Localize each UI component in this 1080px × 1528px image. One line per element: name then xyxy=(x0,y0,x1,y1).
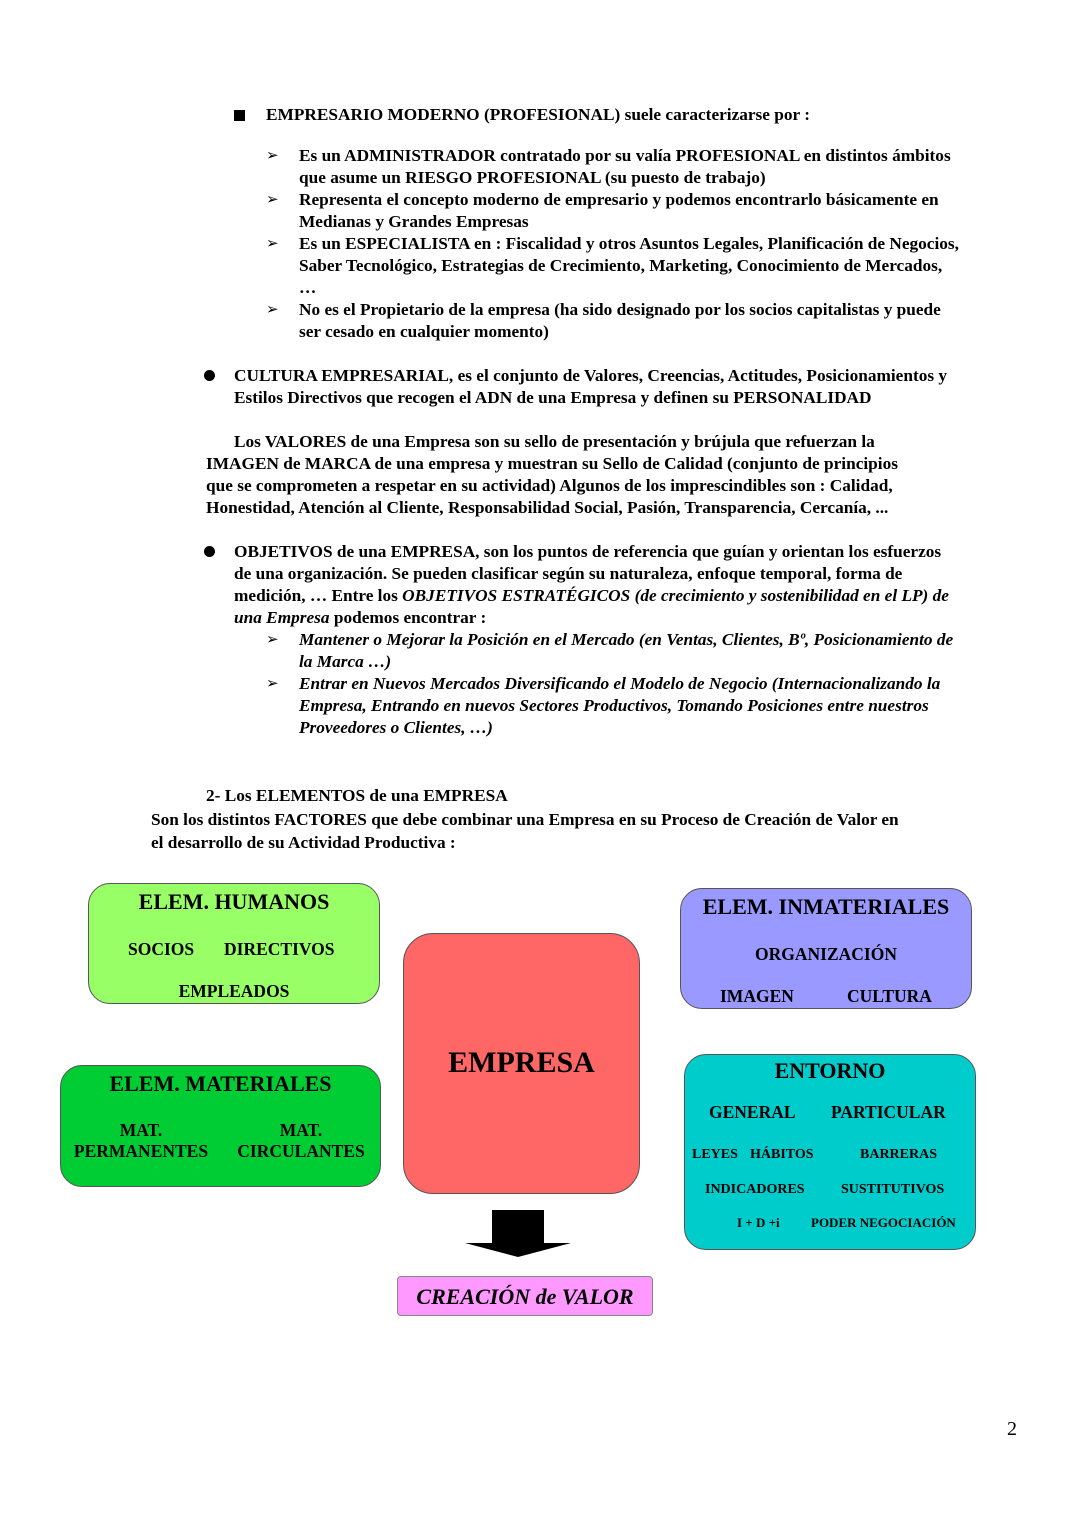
empresario-item-1-line-2: que asume un RIESGO PROFESIONAL (su pues… xyxy=(299,168,766,187)
page-number: 2 xyxy=(1007,1418,1017,1440)
square-bullet xyxy=(234,110,245,121)
imagen-label: IMAGEN xyxy=(720,986,794,1006)
objetivos-line-3-italic: OBJETIVOS ESTRATÉGICOS (de crecimiento y… xyxy=(402,586,949,605)
arrow-bullet-icon: ➢ xyxy=(266,302,279,318)
objetivos-line-4: una Empresa podemos encontrar : xyxy=(234,607,486,629)
arrow-bullet-icon: ➢ xyxy=(266,148,279,164)
empresario-item-2-line-1: Representa el concepto moderno de empres… xyxy=(299,190,939,209)
objetivo-item-1-line-2: la Marca …) xyxy=(299,652,392,671)
empresa-box: EMPRESA xyxy=(403,933,640,1194)
mat-label: MAT. xyxy=(279,1120,323,1140)
cultura-label: CULTURA xyxy=(847,986,932,1006)
leyes-label: LEYES xyxy=(692,1147,738,1162)
arrow-bullet-icon: ➢ xyxy=(266,192,279,208)
section-2-heading: 2- Los ELEMENTOS de una EMPRESA xyxy=(206,786,508,805)
down-arrow-icon xyxy=(465,1210,571,1257)
sustitutivos-label: SUSTITUTIVOS xyxy=(841,1182,945,1197)
round-bullet xyxy=(204,546,215,557)
id-label: I + D +i xyxy=(737,1215,780,1230)
empresario-item-3-line-1: Es un ESPECIALISTA en : Fiscalidad y otr… xyxy=(299,234,959,253)
valores-line-2: IMAGEN de MARCA de una empresa y muestra… xyxy=(206,454,898,473)
objetivos-line-3: medición, … Entre los OBJETIVOS ESTRATÉG… xyxy=(234,585,949,607)
entorno-title: ENTORNO xyxy=(774,1058,886,1083)
permanentes-label: PERMANENTES xyxy=(73,1141,209,1161)
empresario-item-3-line-2: Saber Tecnológico, Estrategias de Crecim… xyxy=(299,256,943,275)
habitos-label: HÁBITOS xyxy=(750,1147,814,1162)
objetivo-item-2-line-1: Entrar en Nuevos Mercados Diversificando… xyxy=(299,674,941,693)
elementos-inmateriales-title: ELEM. INMATERIALES xyxy=(702,894,950,919)
empresario-item-1-line-1: Es un ADMINISTRADOR contratado por su va… xyxy=(299,146,951,165)
mat-label: MAT. xyxy=(119,1120,163,1140)
empresario-item-4-line-2: ser cesado en cualquier momento) xyxy=(299,322,549,341)
objetivo-item-2-line-3: Proveedores o Clientes, …) xyxy=(299,718,493,737)
barreras-label: BARRERAS xyxy=(860,1147,938,1162)
entorno-box: ENTORNO GENERAL PARTICULAR LEYES HÁBITOS… xyxy=(684,1054,976,1250)
arrow-bullet-icon: ➢ xyxy=(266,632,279,648)
organizacion-label: ORGANIZACIÓN xyxy=(755,944,897,964)
valores-line-4: Honestidad, Atención al Cliente, Respons… xyxy=(206,498,889,517)
socios-label: SOCIOS xyxy=(128,939,195,959)
section-2-intro-line-1: Son los distintos FACTORES que debe comb… xyxy=(151,810,899,829)
mat-circulantes-label: MAT.CIRCULANTES xyxy=(221,1120,381,1162)
particular-label: PARTICULAR xyxy=(831,1102,946,1122)
mat-permanentes-label: MAT.PERMANENTES xyxy=(61,1120,221,1162)
round-bullet xyxy=(204,370,215,381)
empleados-label: EMPLEADOS xyxy=(178,981,290,1001)
elementos-materiales-title: ELEM. MATERIALES xyxy=(109,1071,332,1096)
empresario-item-4-line-1: No es el Propietario de la empresa (ha s… xyxy=(299,300,941,319)
elementos-inmateriales-box: ELEM. INMATERIALES ORGANIZACIÓN IMAGEN C… xyxy=(680,888,972,1009)
creacion-de-valor-label: CREACIÓN de VALOR xyxy=(416,1284,634,1309)
objetivo-item-2-line-2: Empresa, Entrando en nuevos Sectores Pro… xyxy=(299,696,929,715)
valores-line-3: que se comprometen a respetar en su acti… xyxy=(206,476,893,495)
empresario-item-2-line-2: Medianas y Grandes Empresas xyxy=(299,212,529,231)
objetivos-line-4-plain: podemos encontrar : xyxy=(329,608,487,627)
objetivos-line-4-italic: una Empresa xyxy=(234,608,330,627)
arrow-bullet-icon: ➢ xyxy=(266,676,279,692)
objetivos-line-1: OBJETIVOS de una EMPRESA, son los puntos… xyxy=(234,542,942,561)
section-2-intro-line-2: el desarrollo de su Actividad Productiva… xyxy=(151,833,456,852)
elementos-materiales-box: ELEM. MATERIALES MAT.PERMANENTES MAT.CIR… xyxy=(60,1065,381,1187)
cultura-line-1: CULTURA EMPRESARIAL, es el conjunto de V… xyxy=(234,366,948,385)
cultura-line-2: Estilos Directivos que recogen el ADN de… xyxy=(234,388,872,407)
empresa-label: EMPRESA xyxy=(448,1046,595,1079)
elementos-humanos-box: ELEM. HUMANOS SOCIOS DIRECTIVOS EMPLEADO… xyxy=(88,883,380,1004)
valores-line-1: Los VALORES de una Empresa son su sello … xyxy=(234,432,875,451)
circulantes-label: CIRCULANTES xyxy=(237,1141,365,1161)
elementos-humanos-title: ELEM. HUMANOS xyxy=(138,889,330,914)
empresario-item-3-line-3: … xyxy=(299,278,317,297)
empresario-heading: EMPRESARIO MODERNO (PROFESIONAL) suele c… xyxy=(266,105,810,124)
indicadores-label: INDICADORES xyxy=(705,1182,805,1197)
directivos-label: DIRECTIVOS xyxy=(224,939,335,959)
objetivos-line-2: de una organización. Se pueden clasifica… xyxy=(234,564,903,583)
poder-negociacion-label: PODER NEGOCIACIÓN xyxy=(811,1215,956,1230)
creacion-de-valor-box: CREACIÓN de VALOR xyxy=(397,1276,653,1316)
objetivo-item-1-line-1: Mantener o Mejorar la Posición en el Mer… xyxy=(299,630,954,649)
general-label: GENERAL xyxy=(709,1102,796,1122)
arrow-bullet-icon: ➢ xyxy=(266,236,279,252)
objetivos-line-3-plain: medición, … Entre los xyxy=(234,586,403,605)
